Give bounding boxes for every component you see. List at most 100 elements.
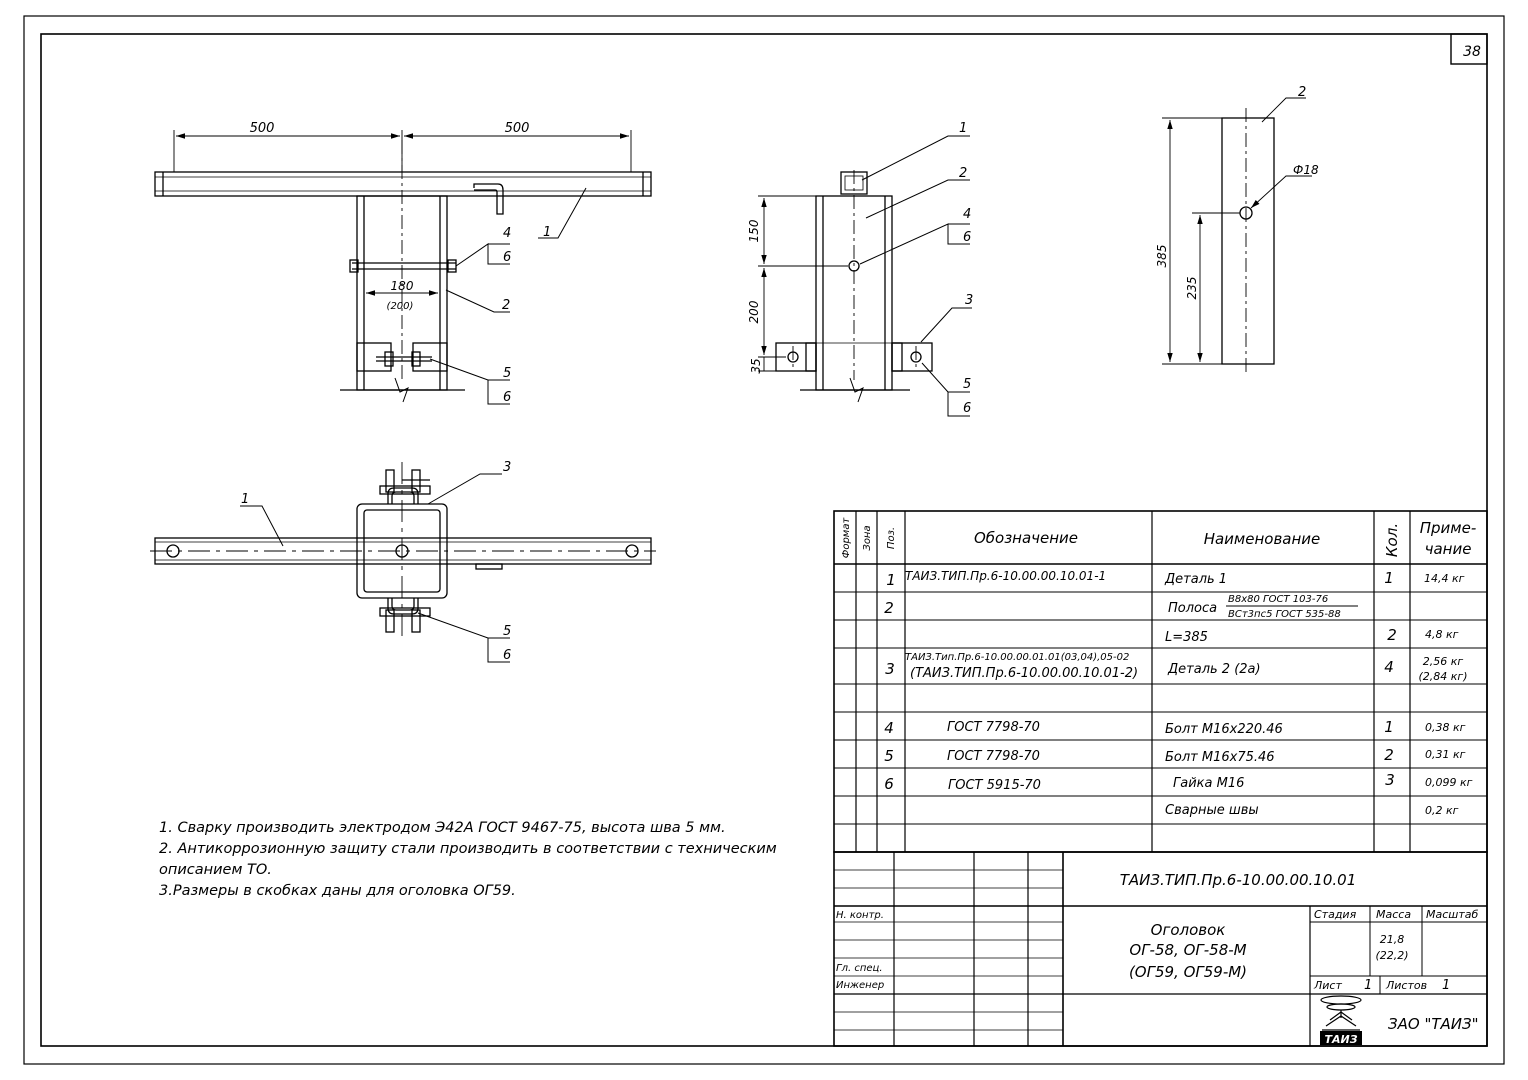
svg-text:35: 35: [749, 358, 763, 373]
svg-text:1: 1: [543, 225, 551, 240]
svg-text:Болт М16х220.46: Болт М16х220.46: [1165, 722, 1283, 737]
svg-text:2: 2: [1298, 85, 1306, 100]
svg-text:14,4 кг: 14,4 кг: [1424, 572, 1465, 585]
svg-text:ГОСТ 5915-70: ГОСТ 5915-70: [948, 778, 1041, 793]
svg-text:1: 1: [1364, 978, 1372, 993]
svg-text:4,8 кг: 4,8 кг: [1425, 628, 1459, 641]
svg-text:В8х80 ГОСТ 103-76: В8х80 ГОСТ 103-76: [1228, 594, 1328, 605]
sheet-number: 38: [1463, 44, 1481, 60]
svg-text:Обозначение: Обозначение: [974, 529, 1078, 547]
svg-text:235: 235: [1185, 277, 1199, 300]
svg-text:2: 2: [1384, 746, 1394, 764]
svg-text:0,2 кг: 0,2 кг: [1425, 804, 1459, 817]
svg-text:385: 385: [1155, 245, 1169, 268]
svg-text:ОГ-58, ОГ-58-М: ОГ-58, ОГ-58-М: [1129, 941, 1246, 959]
svg-text:3: 3: [1385, 771, 1395, 789]
svg-text:500: 500: [250, 121, 275, 136]
svg-text:Приме-: Приме-: [1420, 519, 1477, 537]
note-1: 1. Сварку производить электродом Э42А ГО…: [159, 820, 726, 836]
svg-text:1: 1: [1384, 718, 1394, 736]
svg-text:Гайка М16: Гайка М16: [1173, 776, 1244, 791]
svg-text:Н. контр.: Н. контр.: [836, 910, 884, 921]
svg-text:5: 5: [503, 624, 511, 639]
svg-text:Поз.: Поз.: [886, 527, 897, 549]
svg-text:Масса: Масса: [1376, 908, 1411, 921]
svg-text:ТАИЗ.ТИП.Пр.6-10.00.00.10.01: ТАИЗ.ТИП.Пр.6-10.00.00.10.01: [1120, 871, 1357, 889]
svg-text:1: 1: [1384, 569, 1394, 587]
svg-text:ГОСТ 7798-70: ГОСТ 7798-70: [947, 749, 1040, 764]
svg-text:0,31 кг: 0,31 кг: [1425, 748, 1466, 761]
note-3: 3.Размеры в скобках даны для оголовка ОГ…: [159, 883, 516, 899]
svg-text:2: 2: [1387, 626, 1397, 644]
svg-text:1: 1: [959, 121, 967, 136]
svg-text:5: 5: [503, 366, 511, 381]
svg-text:Оголовок: Оголовок: [1151, 921, 1226, 939]
svg-text:Сварные швы: Сварные швы: [1165, 803, 1259, 818]
svg-text:Деталь 2 (2а): Деталь 2 (2а): [1167, 662, 1261, 677]
svg-text:Кол.: Кол.: [1383, 523, 1401, 557]
svg-text:(2,84 кг): (2,84 кг): [1419, 670, 1468, 683]
svg-text:0,38 кг: 0,38 кг: [1425, 721, 1466, 734]
svg-text:Формат: Формат: [841, 517, 852, 559]
svg-text:4: 4: [1384, 658, 1394, 676]
svg-text:1: 1: [1442, 978, 1450, 993]
svg-text:Листов: Листов: [1385, 979, 1427, 992]
title-block-text: ТАИЗ.ТИП.Пр.6-10.00.00.10.01 Оголовок ОГ…: [836, 871, 1479, 1033]
svg-text:чание: чание: [1425, 540, 1472, 558]
svg-text:5: 5: [884, 747, 894, 765]
svg-text:Деталь 1: Деталь 1: [1164, 572, 1227, 587]
svg-text:Инженер: Инженер: [836, 980, 884, 991]
svg-text:Болт М16х75.46: Болт М16х75.46: [1165, 750, 1275, 765]
note-2b: описанием ТО.: [159, 862, 272, 878]
svg-text:Зона: Зона: [862, 525, 873, 550]
svg-text:6: 6: [963, 401, 971, 416]
svg-text:6: 6: [884, 775, 894, 793]
detail-view: 385 235 Ф18 2: [1155, 85, 1319, 372]
svg-text:(22,2): (22,2): [1375, 949, 1408, 962]
svg-text:4: 4: [963, 207, 971, 222]
svg-text:ТАИЗ: ТАИЗ: [1324, 1033, 1357, 1046]
svg-text:(ОГ59, ОГ59-М): (ОГ59, ОГ59-М): [1129, 963, 1247, 981]
svg-text:ТАИЗ.ТИП.Пр.6-10.00.00.10.01-1: ТАИЗ.ТИП.Пр.6-10.00.00.10.01-1: [905, 569, 1106, 583]
svg-text:21,8: 21,8: [1380, 933, 1405, 946]
spec-table-text: Формат Зона Поз. Обозначение Наименовани…: [841, 517, 1476, 818]
svg-text:6: 6: [503, 648, 511, 663]
svg-text:3: 3: [965, 293, 973, 308]
svg-text:6: 6: [503, 390, 511, 405]
company-logo: ТАИЗ: [1320, 995, 1362, 1046]
svg-text:2: 2: [502, 298, 510, 313]
svg-text:Стадия: Стадия: [1314, 908, 1357, 921]
svg-text:Гл. спец.: Гл. спец.: [836, 963, 883, 974]
svg-text:4: 4: [884, 719, 894, 737]
svg-text:500: 500: [505, 121, 530, 136]
svg-text:6: 6: [963, 230, 971, 245]
svg-text:Ф18: Ф18: [1293, 163, 1319, 177]
svg-text:2,56 кг: 2,56 кг: [1423, 655, 1464, 668]
svg-text:6: 6: [503, 250, 511, 265]
svg-text:Масштаб: Масштаб: [1426, 908, 1478, 921]
svg-text:ТАИЗ.Тип.Пр.6-10.00.00.01.01(0: ТАИЗ.Тип.Пр.6-10.00.00.01.01(03,04),05-0…: [905, 652, 1129, 663]
svg-text:Наименование: Наименование: [1204, 530, 1321, 548]
plan-view: 1 3 5 6: [150, 460, 656, 663]
note-2: 2. Антикоррозионную защиту стали произво…: [159, 841, 777, 857]
svg-text:3: 3: [885, 660, 895, 678]
svg-text:ВСт3пс5 ГОСТ 535-88: ВСт3пс5 ГОСТ 535-88: [1228, 609, 1341, 620]
svg-text:2: 2: [959, 166, 967, 181]
svg-text:0,099 кг: 0,099 кг: [1425, 776, 1473, 789]
title-block: [833, 851, 1488, 1047]
svg-text:(200): (200): [387, 301, 414, 312]
svg-text:1: 1: [241, 492, 249, 507]
svg-text:(ТАИЗ.ТИП.Пр.6-10.00.00.10.01-: (ТАИЗ.ТИП.Пр.6-10.00.00.10.01-2): [910, 666, 1138, 681]
svg-text:200: 200: [747, 300, 761, 323]
svg-text:180: 180: [391, 279, 414, 293]
svg-text:ЗАО "ТАИЗ": ЗАО "ТАИЗ": [1388, 1015, 1479, 1033]
svg-text:1: 1: [886, 571, 896, 589]
spec-table: [833, 510, 1488, 853]
svg-text:2: 2: [884, 599, 894, 617]
svg-text:150: 150: [747, 219, 761, 242]
svg-text:5: 5: [963, 377, 971, 392]
svg-text:3: 3: [503, 460, 511, 475]
svg-text:4: 4: [503, 226, 511, 241]
svg-text:Лист: Лист: [1313, 979, 1342, 992]
